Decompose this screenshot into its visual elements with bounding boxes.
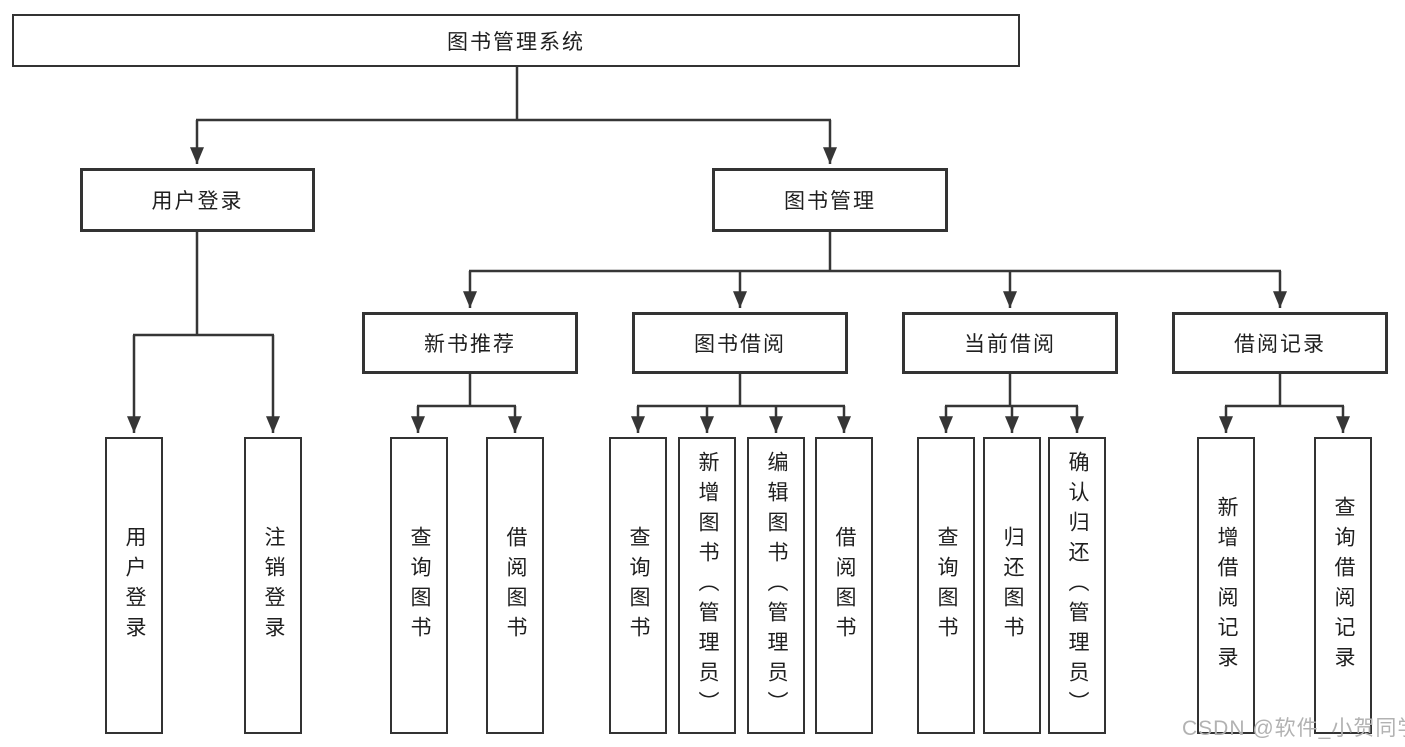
- node-new-book-recommend-label: 新书推荐: [424, 333, 516, 356]
- node-book-management: 图书管理: [712, 168, 948, 232]
- leaf-query-books-recommend-label: 查询图书: [408, 525, 432, 646]
- node-borrow-records-label: 借阅记录: [1234, 333, 1326, 356]
- node-root-label: 图书管理系统: [447, 30, 585, 54]
- node-current-borrow-label: 当前借阅: [964, 333, 1056, 356]
- node-user-login: 用户登录: [80, 168, 315, 232]
- leaf-borrow-books-recommend-label: 借阅图书: [504, 525, 528, 646]
- leaf-query-books-borrow-label: 查询图书: [627, 525, 651, 646]
- leaf-query-books-recommend: 查询图书: [390, 437, 448, 734]
- leaf-edit-book-admin-label: 编辑图书（管理员）: [765, 450, 789, 721]
- leaf-return-books-label: 归还图书: [1001, 525, 1025, 646]
- leaf-borrow-books: 借阅图书: [815, 437, 873, 734]
- node-current-borrow: 当前借阅: [902, 312, 1118, 374]
- node-user-login-label: 用户登录: [151, 190, 244, 213]
- leaf-confirm-return-admin-label: 确认归还（管理员）: [1066, 450, 1090, 721]
- node-borrow-records: 借阅记录: [1172, 312, 1388, 374]
- node-book-borrow: 图书借阅: [632, 312, 848, 374]
- leaf-query-books-borrow: 查询图书: [609, 437, 667, 734]
- leaf-return-books: 归还图书: [983, 437, 1041, 734]
- leaf-add-borrow-record: 新增借阅记录: [1197, 437, 1255, 734]
- leaf-logout-label: 注销登录: [262, 525, 286, 646]
- leaf-user-login-label: 用户登录: [123, 525, 147, 646]
- node-new-book-recommend: 新书推荐: [362, 312, 578, 374]
- leaf-logout: 注销登录: [244, 437, 302, 734]
- node-root: 图书管理系统: [12, 14, 1020, 67]
- leaf-borrow-books-recommend: 借阅图书: [486, 437, 544, 734]
- leaf-query-books-current: 查询图书: [917, 437, 975, 734]
- leaf-confirm-return-admin: 确认归还（管理员）: [1048, 437, 1106, 734]
- node-book-borrow-label: 图书借阅: [694, 333, 786, 356]
- leaf-query-borrow-record: 查询借阅记录: [1314, 437, 1372, 734]
- leaf-borrow-books-label: 借阅图书: [833, 525, 857, 646]
- node-book-management-label: 图书管理: [784, 190, 876, 213]
- leaf-edit-book-admin: 编辑图书（管理员）: [747, 437, 805, 734]
- leaf-user-login: 用户登录: [105, 437, 163, 734]
- leaf-add-book-admin: 新增图书（管理员）: [678, 437, 736, 734]
- leaf-query-borrow-record-label: 查询借阅记录: [1332, 495, 1356, 676]
- csdn-watermark: CSDN @软件_小贺同学: [1182, 717, 1405, 740]
- leaf-add-borrow-record-label: 新增借阅记录: [1215, 495, 1239, 676]
- leaf-add-book-admin-label: 新增图书（管理员）: [696, 450, 720, 721]
- leaf-query-books-current-label: 查询图书: [935, 525, 959, 646]
